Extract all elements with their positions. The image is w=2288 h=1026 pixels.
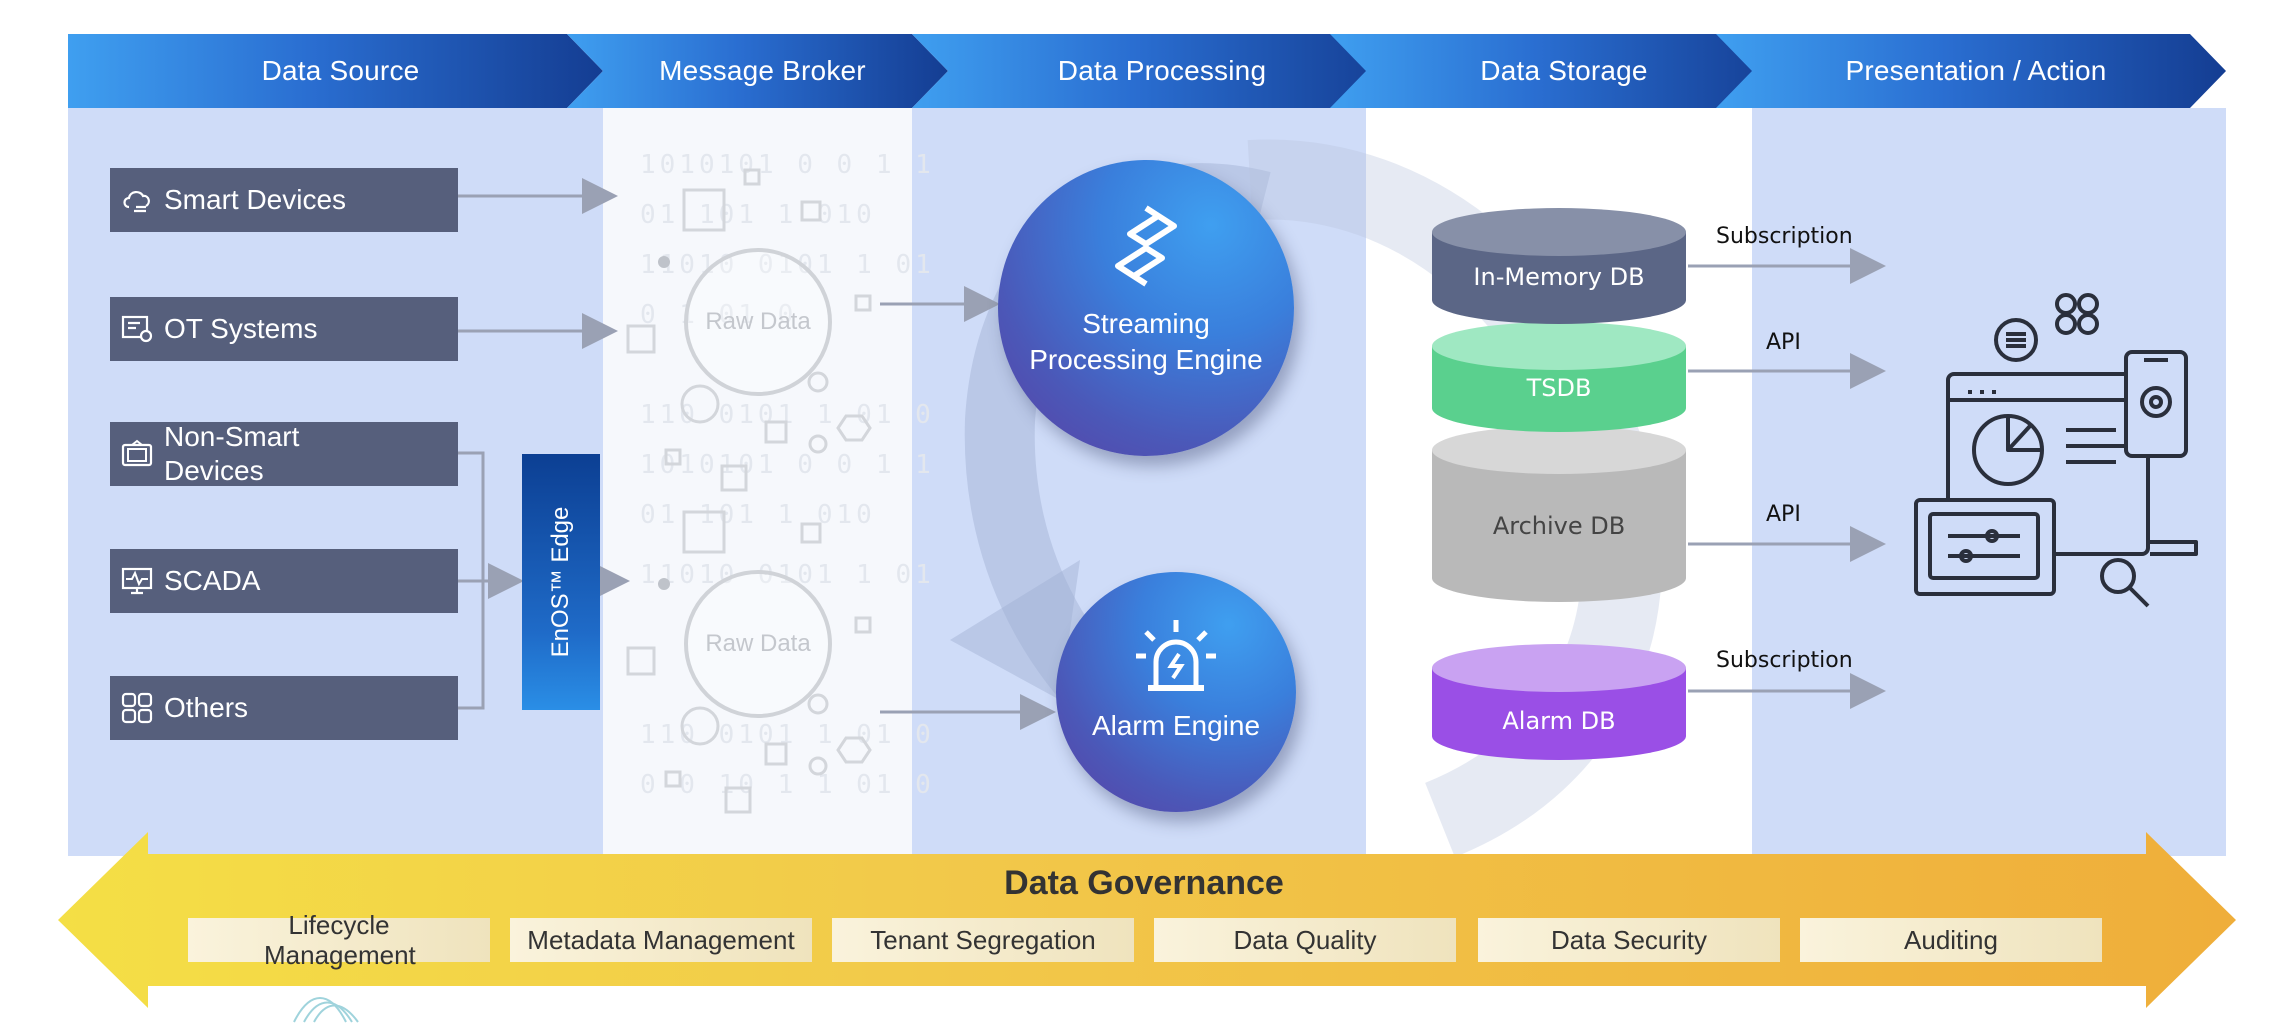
wave-decoration (293, 997, 359, 1023)
streaming-engine-label: Streaming Processing Engine (1029, 308, 1263, 375)
raw-data-node-1: Raw Data (684, 248, 832, 396)
header-data-storage: Data Storage (1330, 34, 1788, 108)
tsdb-cylinder (1432, 322, 1686, 432)
data-governance-title: Data Governance (1004, 864, 1284, 902)
source-others: Others (110, 676, 458, 740)
header-data-storage-label: Data Storage (1480, 55, 1648, 86)
tsdb-label: TSDB (1526, 374, 1592, 402)
subscription-link-label-1: Subscription (1716, 224, 1853, 249)
binary-decoration: 01 101 1 010 (640, 500, 876, 530)
command-icon (2055, 293, 2099, 335)
header-message-broker: Message Broker (567, 34, 948, 108)
raw-data-node-2: Raw Data (684, 570, 832, 718)
header-data-processing: Data Processing (912, 34, 1402, 108)
governance-item-label: Auditing (1904, 925, 1998, 955)
binary-decoration: 01 101 1 010 (640, 200, 876, 230)
alarm-db-cylinder (1432, 644, 1686, 760)
governance-tenant-segregation: Tenant Segregation (832, 918, 1134, 962)
governance-data-security: Data Security (1478, 918, 1780, 962)
in-memory-db-label: In-Memory DB (1473, 263, 1645, 291)
governance-item-label: Metadata Management (527, 925, 795, 955)
source-smart-devices-label: Smart Devices (164, 184, 347, 215)
header-presentation-action-label: Presentation / Action (1845, 55, 2107, 86)
pulse-monitor-icon (110, 566, 164, 596)
binary-decoration: 1010101 0 0 1 1 (640, 450, 935, 480)
governance-item-label: Data Quality (1233, 925, 1377, 955)
cloud-icon (110, 185, 164, 215)
terminal-gear-icon (110, 314, 164, 344)
source-scada: SCADA (110, 549, 458, 613)
header-data-processing-label: Data Processing (1057, 55, 1267, 86)
alarm-engine: Alarm Engine (1056, 572, 1296, 812)
source-non-smart-devices-label: Non-Smart Devices (164, 421, 300, 486)
source-ot-systems: OT Systems (110, 297, 458, 361)
source-others-label: Others (164, 692, 249, 723)
governance-auditing: Auditing (1800, 918, 2102, 962)
alarm-engine-label: Alarm Engine (1091, 710, 1261, 741)
governance-data-quality: Data Quality (1154, 918, 1456, 962)
source-ot-systems-label: OT Systems (164, 313, 318, 344)
dashboard-devices-illustration (1914, 293, 2198, 608)
source-non-smart-devices: Non-Smart Devices (110, 421, 458, 486)
raw-data-node-1-label: Raw Data (705, 308, 811, 335)
source-scada-label: SCADA (164, 565, 261, 596)
governance-item-label: Lifecycle Management (264, 910, 416, 970)
header-data-source-label: Data Source (261, 55, 420, 86)
alarm-db-label: Alarm DB (1502, 707, 1616, 735)
api-link-label-1: API (1766, 330, 1801, 355)
header-presentation-action: Presentation / Action (1716, 34, 2226, 108)
header-data-source: Data Source (68, 34, 603, 108)
governance-lifecycle-management: Lifecycle Management (188, 910, 490, 970)
api-link-label-2: API (1766, 502, 1801, 527)
raw-data-node-2-label: Raw Data (705, 630, 811, 657)
grid-icon (110, 691, 164, 725)
governance-metadata-management: Metadata Management (510, 918, 812, 962)
streaming-engine-icon (1108, 204, 1184, 293)
governance-item-label: Tenant Segregation (870, 925, 1096, 955)
monitor-icon (110, 439, 164, 469)
streaming-processing-engine: Streaming Processing Engine (998, 160, 1294, 456)
binary-decoration: 0 0 10 1 1 01 0 (640, 770, 935, 800)
header-message-broker-label: Message Broker (659, 55, 866, 86)
binary-decoration: 1010101 0 0 1 1 (640, 150, 935, 180)
archive-db-cylinder (1432, 426, 1686, 602)
message-broker-column (603, 108, 912, 856)
in-memory-db-cylinder (1432, 208, 1686, 324)
enos-edge-block: EnOS™ Edge (522, 454, 600, 710)
source-smart-devices: Smart Devices (110, 168, 458, 232)
governance-item-label: Data Security (1550, 925, 1708, 955)
archive-db-label: Archive DB (1492, 512, 1626, 540)
subscription-link-label-2: Subscription (1716, 648, 1853, 673)
alarm-siren-icon (1132, 616, 1220, 701)
